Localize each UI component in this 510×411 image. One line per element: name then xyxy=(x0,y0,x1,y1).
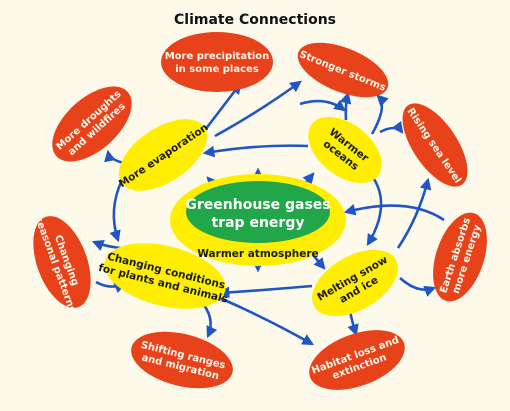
node-shifting-ranges: Shifting ranges and migration xyxy=(131,331,233,389)
oceans-ellipse xyxy=(308,117,382,183)
arrow-snow-to-sealevel xyxy=(396,177,432,249)
seasonal-ellipse xyxy=(33,216,91,308)
arrow-conditions-to-seasonal xyxy=(91,240,121,251)
snow-ellipse xyxy=(312,249,398,317)
arrow-earth-to-center xyxy=(343,203,445,222)
arrow-oceans-to-evaporation xyxy=(202,144,309,158)
node-earth-absorbs: Earth absorbs more energy xyxy=(433,212,487,302)
precipitation-label-line1: More precipitation xyxy=(165,51,270,62)
droughts-ellipse xyxy=(52,86,132,162)
arrow-snow-to-earth xyxy=(399,277,437,297)
conditions-ellipse xyxy=(104,243,226,309)
arrow-storms-loop xyxy=(299,99,346,112)
precipitation-ellipse xyxy=(161,32,273,92)
center-node: Greenhouse gases trap energy Warmer atmo… xyxy=(170,174,346,266)
sea-level-ellipse xyxy=(402,103,468,187)
arrow-oceans-to-sealevel xyxy=(379,121,404,134)
arrow-oceans-to-snow xyxy=(366,175,383,247)
storms-ellipse xyxy=(297,42,389,98)
diagram-title: Climate Connections xyxy=(174,12,336,28)
node-habitat-loss: Habitat loss and extinction xyxy=(309,330,405,390)
evaporation-ellipse xyxy=(118,119,208,191)
greenhouse-gases-ellipse xyxy=(186,181,330,243)
greenhouse-label-line1: Greenhouse gases xyxy=(185,197,330,213)
node-warmer-oceans: Warmer oceans xyxy=(308,117,382,183)
arrow-evaporation-to-storms xyxy=(214,80,302,138)
warmer-atmosphere-label: Warmer atmosphere xyxy=(197,248,318,260)
precipitation-label-line2: in some places xyxy=(175,64,259,75)
habitat-ellipse xyxy=(309,330,405,390)
arrow-oceans-up-storms xyxy=(339,91,352,121)
arrow-conditions-to-habitat xyxy=(219,296,315,346)
arrow-oceans-to-storms-right xyxy=(370,94,389,135)
ranges-ellipse xyxy=(131,331,233,389)
node-rising-sea-level: Rising sea level xyxy=(402,103,468,187)
arrow-evaporation-to-conditions xyxy=(109,179,124,243)
arrow-snow-to-conditions xyxy=(217,284,313,299)
earth-ellipse xyxy=(433,212,487,302)
node-more-precipitation: More precipitation in some places xyxy=(161,32,273,92)
node-melting-snow: Melting snow and ice xyxy=(312,249,398,317)
greenhouse-label-line2: trap energy xyxy=(212,215,305,231)
node-seasonal-patterns: Changing seasonal patterns xyxy=(32,215,91,314)
